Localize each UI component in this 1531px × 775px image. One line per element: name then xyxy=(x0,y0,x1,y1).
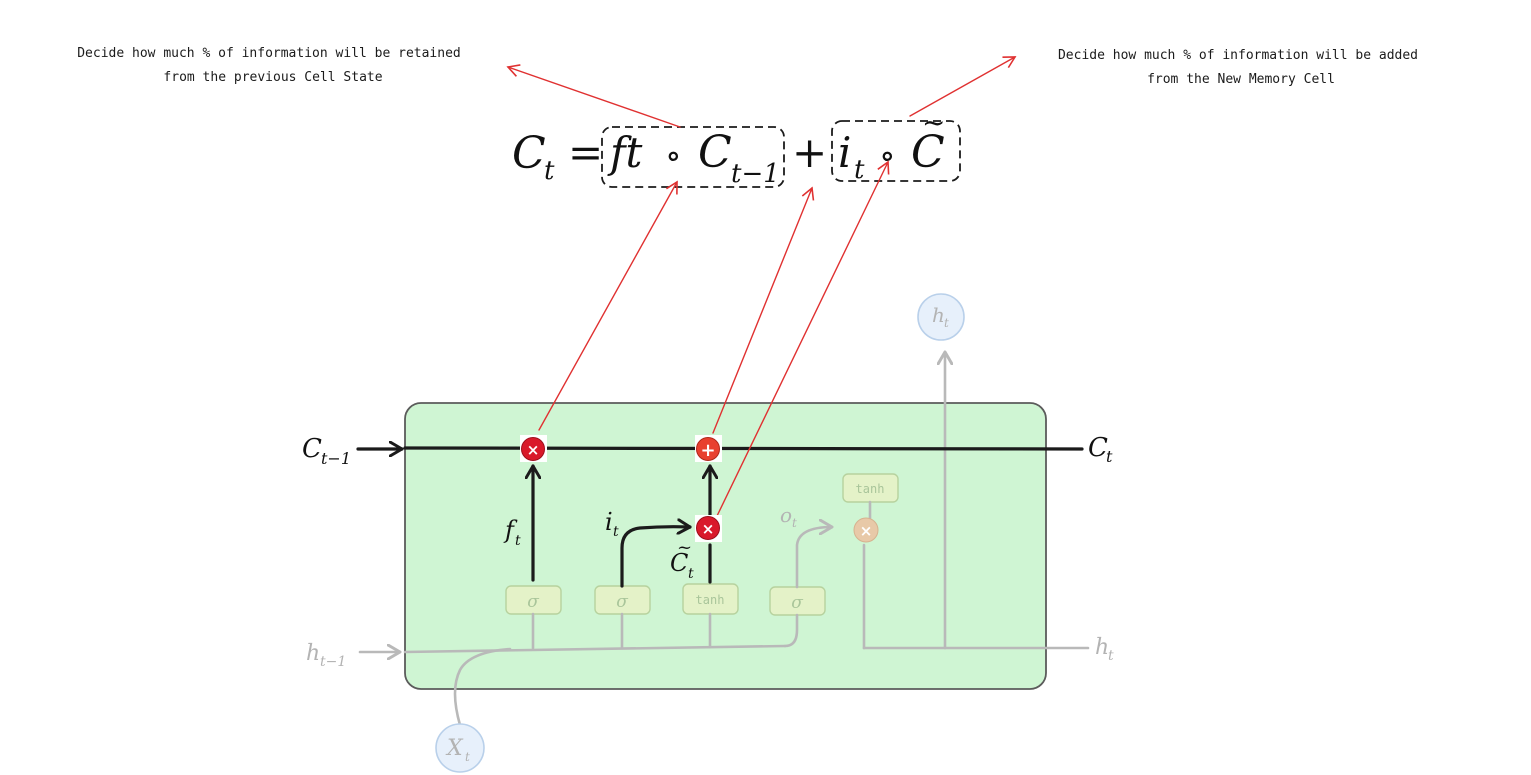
svg-text:i: i xyxy=(605,508,613,536)
svg-text:t: t xyxy=(792,516,797,530)
equation-plus: + xyxy=(792,128,827,177)
svg-text:×: × xyxy=(860,522,873,540)
equation-term2-a: i xyxy=(838,128,851,177)
annotation-added: Decide how much % of information will be… xyxy=(1058,48,1418,87)
annotation-retained: Decide how much % of information will be… xyxy=(77,46,461,85)
svg-text:h: h xyxy=(306,641,320,666)
svg-text:C: C xyxy=(1088,433,1108,463)
add-op: + xyxy=(695,435,722,462)
svg-text:h: h xyxy=(1095,635,1109,660)
equation-equals: = xyxy=(568,128,603,177)
svg-text:tanh: tanh xyxy=(696,593,725,607)
gate-tanh-candidate: tanh xyxy=(682,583,739,615)
svg-text:t: t xyxy=(688,566,694,582)
input-cell-state-label: C t−1 xyxy=(302,434,351,468)
svg-text:C: C xyxy=(670,549,688,577)
svg-text:×: × xyxy=(702,520,715,538)
equation-term1-b: C xyxy=(698,127,732,178)
equation-term2-b-tilde: ~ xyxy=(922,106,945,139)
term2-box xyxy=(831,120,961,182)
svg-text:~: ~ xyxy=(677,537,692,558)
svg-text:t: t xyxy=(515,533,521,549)
equation-op1: ∘ xyxy=(665,136,682,176)
output-hidden-label: h t xyxy=(1095,635,1114,664)
annotation-arrows xyxy=(506,56,1017,517)
gate-sigma-input: σ xyxy=(594,585,651,615)
svg-text:+: + xyxy=(700,440,715,461)
svg-text:t−1: t−1 xyxy=(320,654,346,670)
output-gate-label: o t xyxy=(780,503,797,530)
input-gate-label: i t xyxy=(605,508,619,540)
svg-text:C: C xyxy=(302,434,322,464)
svg-text:tanh: tanh xyxy=(856,482,885,496)
annotation-retained-line1: Decide how much % of information will be… xyxy=(77,46,461,61)
svg-text:t: t xyxy=(613,524,619,540)
equation-term1-a: ft xyxy=(607,128,643,177)
gate-sigma-forget: σ xyxy=(505,585,562,615)
svg-text:σ: σ xyxy=(791,593,803,613)
svg-text:X: X xyxy=(445,736,464,761)
svg-text:t: t xyxy=(944,316,949,330)
arrow-input-to-term2 xyxy=(716,160,890,517)
svg-text:t: t xyxy=(1106,447,1113,466)
equation-term2-a-sub: t xyxy=(854,155,865,185)
svg-text:σ: σ xyxy=(527,592,539,612)
top-hidden-node: h t xyxy=(917,293,965,341)
gate-sigma-output: σ xyxy=(769,586,826,616)
annotation-retained-line2: from the previous Cell State xyxy=(163,70,382,85)
input-multiply-op: × xyxy=(695,515,722,542)
gate-tanh-output: tanh xyxy=(842,473,899,503)
candidate-label: C t ~ xyxy=(670,537,694,582)
svg-text:t: t xyxy=(1108,648,1114,664)
cell-state-paths xyxy=(356,448,1084,588)
svg-text:σ: σ xyxy=(616,592,628,612)
equation-term2-b: C xyxy=(911,127,945,178)
svg-text:×: × xyxy=(527,441,540,459)
arrow-to-retained-note xyxy=(506,64,681,128)
arrow-to-added-note xyxy=(909,56,1017,117)
input-hidden-label: h t−1 xyxy=(306,641,346,670)
input-x-node: X t xyxy=(435,723,485,773)
forget-multiply-op: × xyxy=(520,435,547,462)
output-cell-state-label: C t xyxy=(1088,433,1113,466)
hidden-state-paths xyxy=(358,352,1090,727)
svg-text:h: h xyxy=(932,303,945,327)
equation-lhs: C xyxy=(512,128,546,179)
equation-op2: ∘ xyxy=(879,136,896,176)
svg-text:t−1: t−1 xyxy=(321,449,351,468)
annotation-added-line2: from the New Memory Cell xyxy=(1147,72,1335,87)
output-multiply-op: × xyxy=(853,517,879,543)
annotation-added-line1: Decide how much % of information will be… xyxy=(1058,48,1418,63)
cell-state-equation: C t = ft ∘ C t−1 + i t ∘ C ~ xyxy=(512,106,961,189)
term1-box xyxy=(601,126,785,188)
equation-term1-b-sub: t−1 xyxy=(731,159,780,189)
arrow-add-to-plus xyxy=(712,186,815,434)
equation-lhs-sub: t xyxy=(544,156,555,186)
svg-text:o: o xyxy=(780,503,792,527)
arrow-forget-to-term1 xyxy=(538,180,678,431)
svg-text:t: t xyxy=(465,750,470,764)
